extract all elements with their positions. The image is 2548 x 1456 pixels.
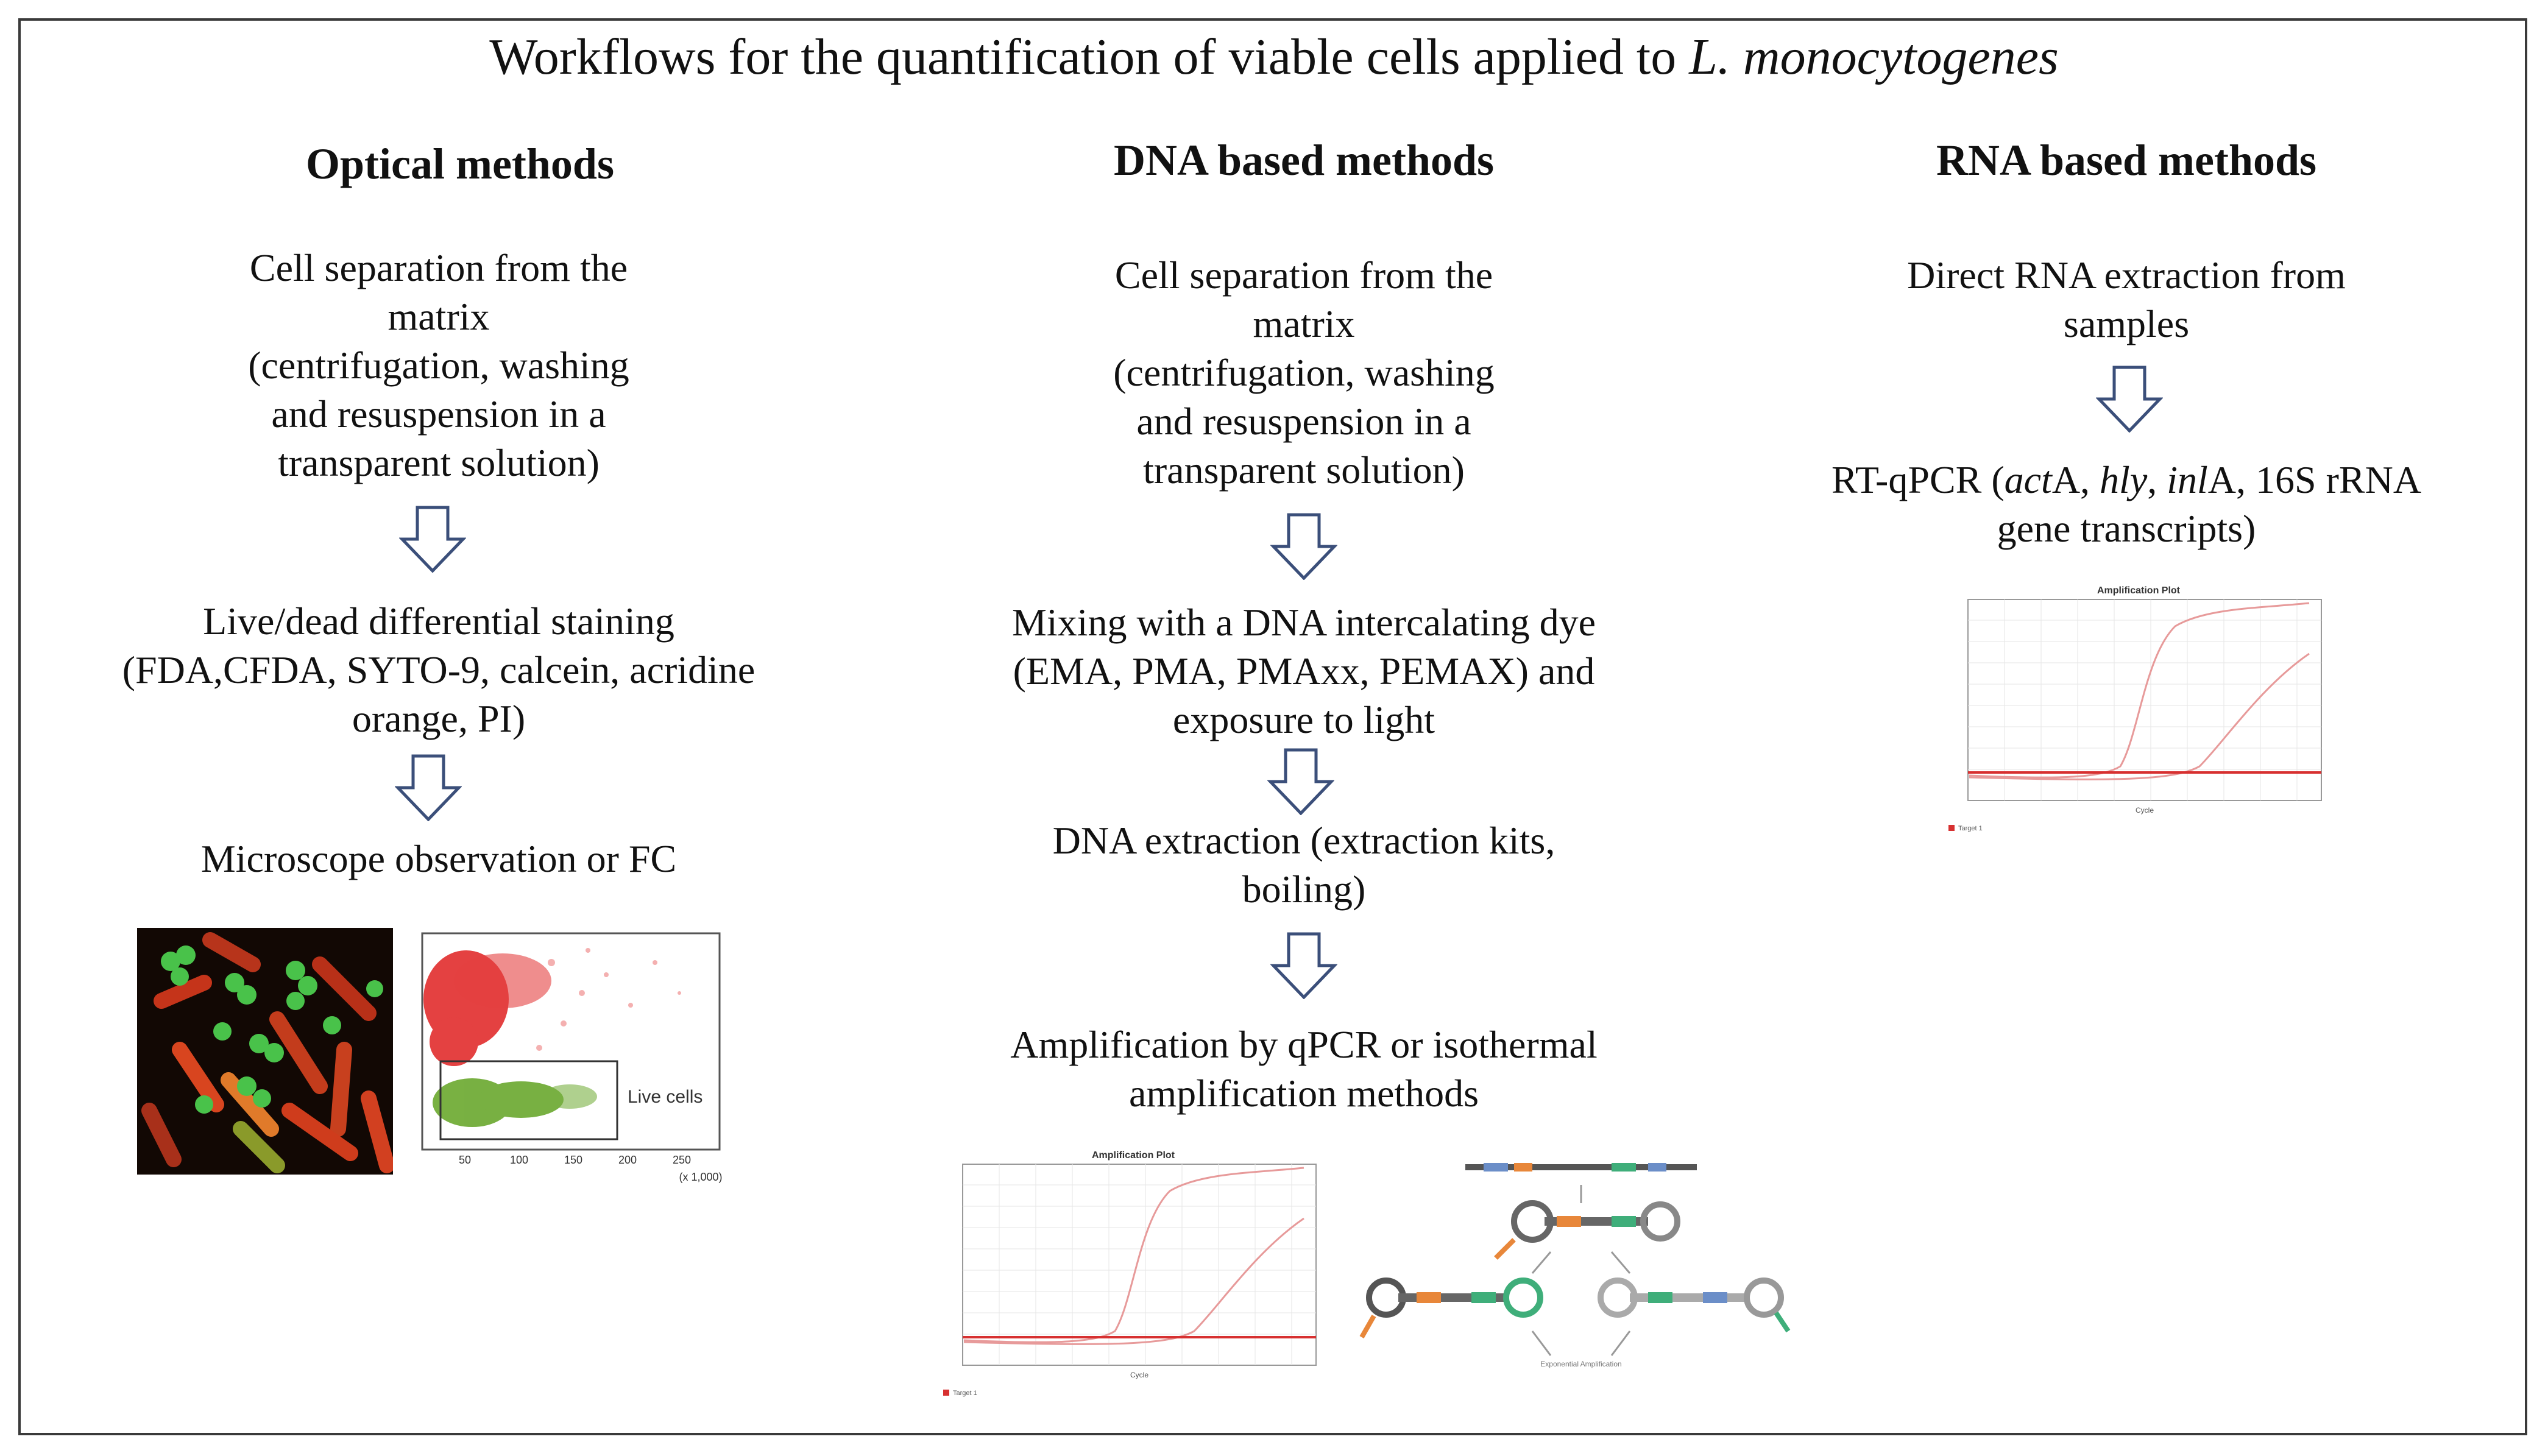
text-line: Cell separation from the	[249, 246, 628, 289]
text-line: boiling)	[1242, 868, 1366, 911]
title-species: L. monocytogenes	[1689, 29, 2059, 85]
plot-legend: Target 1	[953, 1390, 977, 1397]
text-line: Live/dead differential staining	[203, 599, 674, 643]
text-line: (centrifugation, washing	[248, 344, 629, 387]
gene-name: hly	[2100, 458, 2148, 501]
isothermal-amplification-diagram: Exponential Amplification	[1359, 1163, 1791, 1368]
text-line: (FDA,CFDA, SYTO-9, calcein, acridine	[122, 648, 756, 691]
x-tick: 100	[510, 1154, 528, 1166]
plot-legend: Target 1	[1958, 825, 1983, 832]
x-tick: 250	[673, 1154, 691, 1166]
down-arrow-icon	[395, 754, 462, 821]
title-text: Workflows for the quantification of viab…	[489, 29, 1690, 85]
gene-name: act	[2004, 458, 2052, 501]
text-line: (EMA, PMA, PMAxx, PEMAX) and	[1013, 649, 1595, 693]
lamp-label: Exponential Amplification	[1540, 1360, 1621, 1368]
text-span: RT-qPCR (	[1831, 458, 2005, 501]
plot-title: Amplification Plot	[2097, 585, 2181, 596]
dna-step-amplification: Amplification by qPCR or isothermal ampl…	[914, 1020, 1694, 1118]
text-line: samples	[2063, 302, 2190, 345]
optical-heading: Optical methods	[305, 140, 614, 188]
microscopy-image	[137, 928, 393, 1175]
flow-cytometry-plot: Live cells 50 100 150 200 250 (x 1,000)	[421, 932, 723, 1183]
text-line: RT-qPCR (actA, hly, inlA, 16S rRNA	[1767, 456, 2486, 504]
text-line: amplification methods	[1128, 1072, 1479, 1115]
optical-step-observation: Microscope observation or FC	[200, 837, 677, 880]
text-line: (centrifugation, washing	[1113, 351, 1495, 394]
text-span: ,	[2147, 458, 2167, 501]
text-line: orange, PI)	[352, 697, 526, 740]
x-unit: (x 1,000)	[679, 1171, 722, 1183]
figure-frame	[18, 18, 2527, 1435]
dna-heading: DNA based methods	[1113, 136, 1495, 185]
down-arrow-icon	[1270, 932, 1337, 999]
down-arrow-icon	[1267, 748, 1334, 815]
gate-label: Live cells	[628, 1087, 702, 1107]
rna-step-rtqpcr: RT-qPCR (actA, hly, inlA, 16S rRNA gene …	[1767, 456, 2486, 553]
x-tick: 150	[564, 1154, 582, 1166]
plot-xlabel: Cycle	[2136, 806, 2154, 815]
rna-amplification-plot: Amplification Plot Cycle Target 1	[1948, 585, 2322, 832]
text-line: matrix	[388, 295, 490, 338]
dna-amplification-plot: Amplification Plot Cycle Target 1	[943, 1150, 1317, 1397]
down-arrow-icon	[399, 506, 466, 573]
text-line: exposure to light	[1172, 698, 1435, 741]
text-line: Direct RNA extraction from	[1907, 253, 2346, 297]
text-line: gene transcripts)	[1997, 507, 2256, 550]
dna-step-intercalating-dye: Mixing with a DNA intercalating dye (EMA…	[914, 598, 1694, 744]
text-line: Cell separation from the	[1114, 253, 1493, 297]
optical-step-separation: Cell separation from the matrix (centrif…	[140, 244, 737, 487]
text-line: transparent solution)	[278, 441, 600, 484]
optical-step-staining: Live/dead differential staining (FDA,CFD…	[49, 597, 829, 743]
rna-heading: RNA based methods	[1936, 136, 2317, 185]
x-tick: 50	[459, 1154, 471, 1166]
text-line: Mixing with a DNA intercalating dye	[1011, 601, 1596, 644]
x-tick: 200	[618, 1154, 637, 1166]
text-line: transparent solution)	[1143, 448, 1465, 492]
dna-step-extraction: DNA extraction (extraction kits, boiling…	[944, 816, 1663, 914]
figure-title: Workflows for the quantification of viab…	[0, 27, 2548, 87]
text-span: A,	[2051, 458, 2100, 501]
plot-xlabel: Cycle	[1130, 1371, 1148, 1379]
rna-step-extraction: Direct RNA extraction from samples	[1828, 251, 2425, 348]
dna-step-separation: Cell separation from the matrix (centrif…	[1005, 251, 1602, 495]
plot-title: Amplification Plot	[1092, 1150, 1175, 1161]
text-line: and resuspension in a	[1136, 400, 1471, 443]
text-span: A, 16S rRNA	[2207, 458, 2422, 501]
text-line: matrix	[1253, 302, 1355, 345]
text-line: DNA extraction (extraction kits,	[1052, 819, 1555, 862]
gene-name: inl	[2167, 458, 2208, 501]
down-arrow-icon	[1270, 513, 1337, 580]
text-line: and resuspension in a	[271, 392, 606, 436]
text-line: Amplification by qPCR or isothermal	[1010, 1023, 1598, 1066]
down-arrow-icon	[2096, 366, 2163, 433]
